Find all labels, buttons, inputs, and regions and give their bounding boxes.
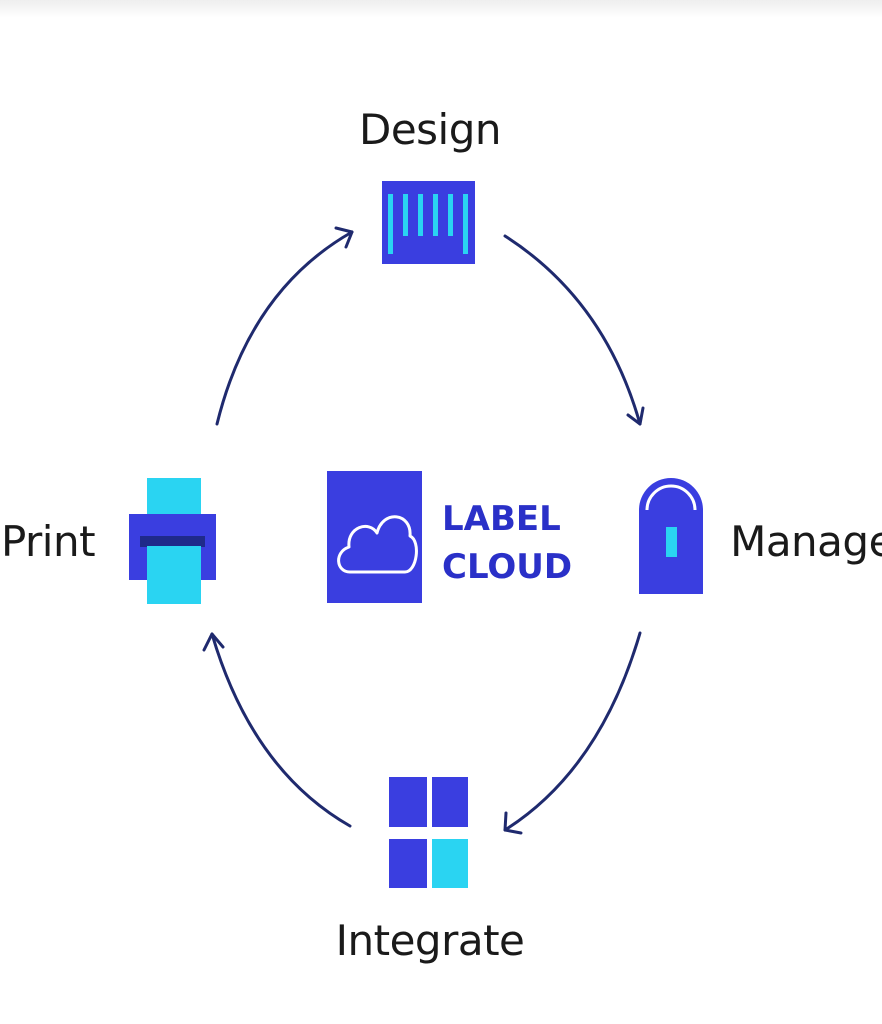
step-integrate: Integrate — [336, 777, 525, 965]
step-print: Print — [1, 478, 216, 604]
padlock-icon — [639, 478, 703, 594]
cloud-icon — [327, 471, 422, 603]
grid-icon — [389, 777, 468, 888]
design-label: Design — [359, 105, 501, 154]
print-label: Print — [1, 517, 95, 566]
arrow-manage-to-integrate — [503, 631, 642, 835]
arrow-integrate-to-print — [202, 632, 352, 828]
center-label-cloud: LABEL CLOUD — [327, 471, 572, 603]
center-line-1: LABEL — [442, 499, 561, 539]
arrow-print-to-design — [215, 226, 354, 426]
cycle-arrows — [202, 226, 645, 835]
arrow-design-to-manage — [503, 234, 645, 426]
integrate-label: Integrate — [336, 916, 525, 965]
top-bar — [0, 0, 882, 18]
manage-label: Manage — [730, 517, 882, 566]
step-design: Design — [359, 105, 502, 264]
barcode-icon — [382, 181, 475, 264]
step-manage: Manage — [639, 478, 882, 594]
printer-icon — [129, 478, 216, 604]
center-line-2: CLOUD — [442, 547, 572, 587]
